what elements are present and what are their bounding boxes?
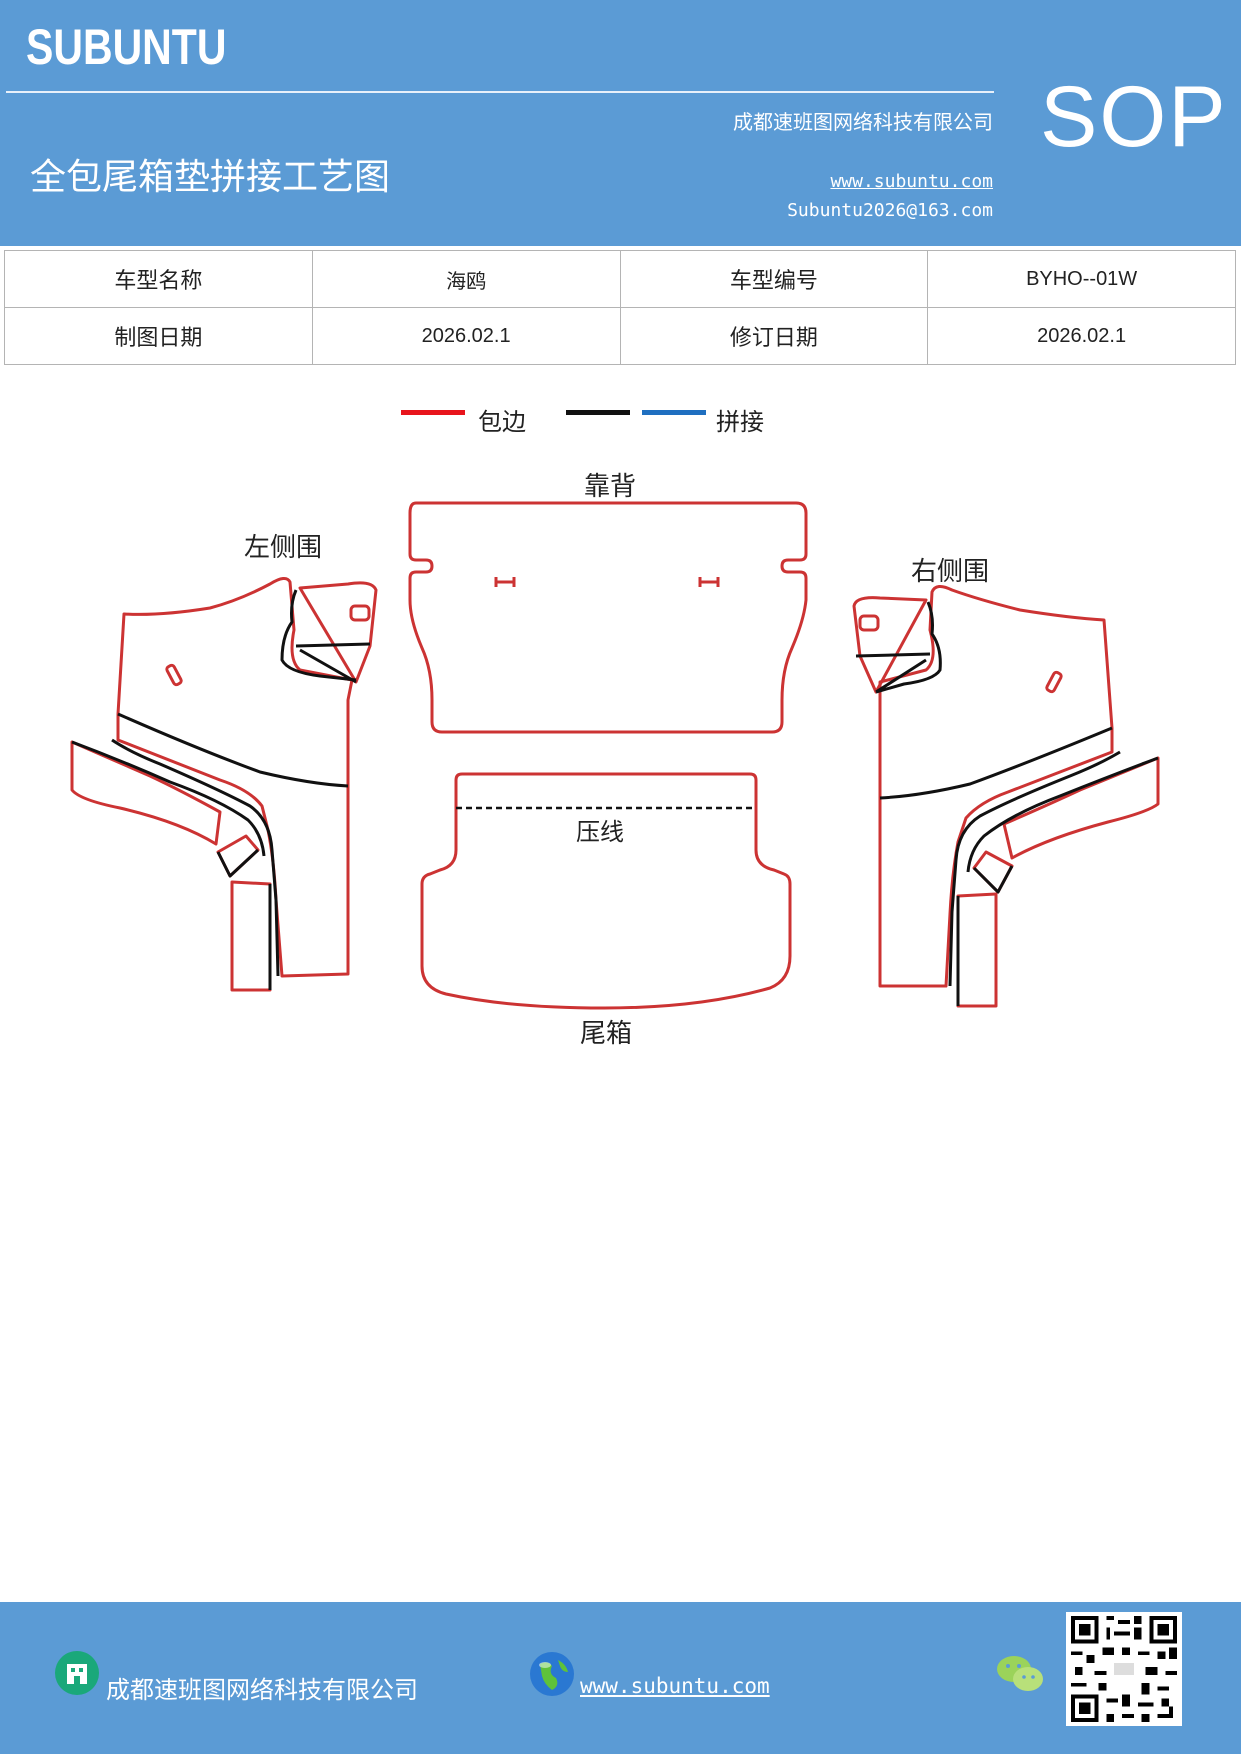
legend-black-line [566, 410, 630, 415]
left-side-flap [298, 581, 378, 684]
footer-website-link[interactable]: www.subuntu.com [580, 1674, 770, 1698]
right-strip [956, 892, 998, 1008]
left-seam-2 [111, 738, 280, 977]
website-link[interactable]: www.subuntu.com [830, 171, 993, 192]
wechat-icon [997, 1656, 1043, 1691]
model-name-value: 海鸥 [311, 250, 621, 308]
company-name: 成都速班图网络科技有限公司 [733, 110, 993, 134]
building-icon [55, 1651, 99, 1695]
left-side-label: 左侧围 [244, 533, 322, 563]
left-seam-1 [117, 712, 349, 788]
model-name-label: 车型名称 [4, 250, 313, 308]
right-side-flap [852, 596, 928, 694]
draw-date-value: 2026.02.1 [311, 307, 621, 365]
globe-icon [530, 1652, 574, 1696]
backrest-panel [408, 501, 808, 734]
right-slot [1045, 670, 1063, 694]
backrest-label: 靠背 [584, 472, 636, 502]
legend-splice-line [642, 410, 706, 415]
model-code-label: 车型编号 [619, 250, 929, 308]
right-seam-1 [879, 726, 1113, 800]
legend-edge-line [401, 410, 465, 415]
left-seam-block [216, 848, 260, 878]
draw-date-label: 制图日期 [4, 307, 313, 365]
right-seam-flap [855, 601, 942, 694]
table-row: 制图日期 2026.02.1 修订日期 2026.02.1 [4, 307, 1236, 365]
right-seam-2 [948, 750, 1121, 987]
press-line-label: 压线 [576, 818, 624, 846]
trunk-panel [420, 772, 792, 1010]
revision-date-value: 2026.02.1 [927, 307, 1236, 365]
left-lower-wing [70, 740, 222, 846]
right-lower-wing [1002, 756, 1160, 860]
left-seam-3 [71, 740, 266, 857]
document-title: 全包尾箱垫拼接工艺图 [30, 157, 391, 198]
right-side-label: 右侧围 [911, 557, 989, 587]
footer-company-name: 成都速班图网络科技有限公司 [106, 1676, 418, 1704]
email-address: Subuntu2026@163.com [787, 200, 993, 221]
right-hole [858, 614, 880, 632]
legend: 包边 拼接 [0, 400, 1241, 440]
sop-badge: SOP [1040, 69, 1228, 165]
brand-logo: SUBUNTU [26, 19, 227, 75]
qr-code[interactable] [1066, 1612, 1182, 1726]
model-code-value: BYHO--01W [927, 250, 1236, 308]
header-divider [6, 91, 994, 93]
legend-splice-label: 拼接 [716, 408, 764, 436]
splice-diagram: 靠背 左侧围 右侧围 压线 尾箱 [70, 472, 1160, 1049]
vehicle-info-table: 车型名称 海鸥 车型编号 BYHO--01W 制图日期 2026.02.1 修订… [4, 250, 1236, 365]
revision-date-label: 修订日期 [619, 307, 929, 365]
backrest-slot-left [494, 577, 516, 587]
right-seam-3 [966, 756, 1159, 873]
page-header: SUBUNTU 成都速班图网络科技有限公司 全包尾箱垫拼接工艺图 www.sub… [0, 0, 1241, 246]
trunk-label: 尾箱 [580, 1019, 632, 1049]
table-row: 车型名称 海鸥 车型编号 BYHO--01W [4, 250, 1236, 308]
backrest-slot-right [698, 577, 720, 587]
left-strip [230, 880, 272, 992]
left-hole [349, 604, 371, 622]
legend-edge-label: 包边 [478, 408, 526, 436]
left-seam-flap [280, 589, 371, 684]
left-side-main [116, 577, 354, 978]
page-footer: 成都速班图网络科技有限公司 www.subuntu.com [0, 1602, 1241, 1754]
right-seam-block [972, 865, 1014, 894]
left-slot [165, 663, 183, 687]
